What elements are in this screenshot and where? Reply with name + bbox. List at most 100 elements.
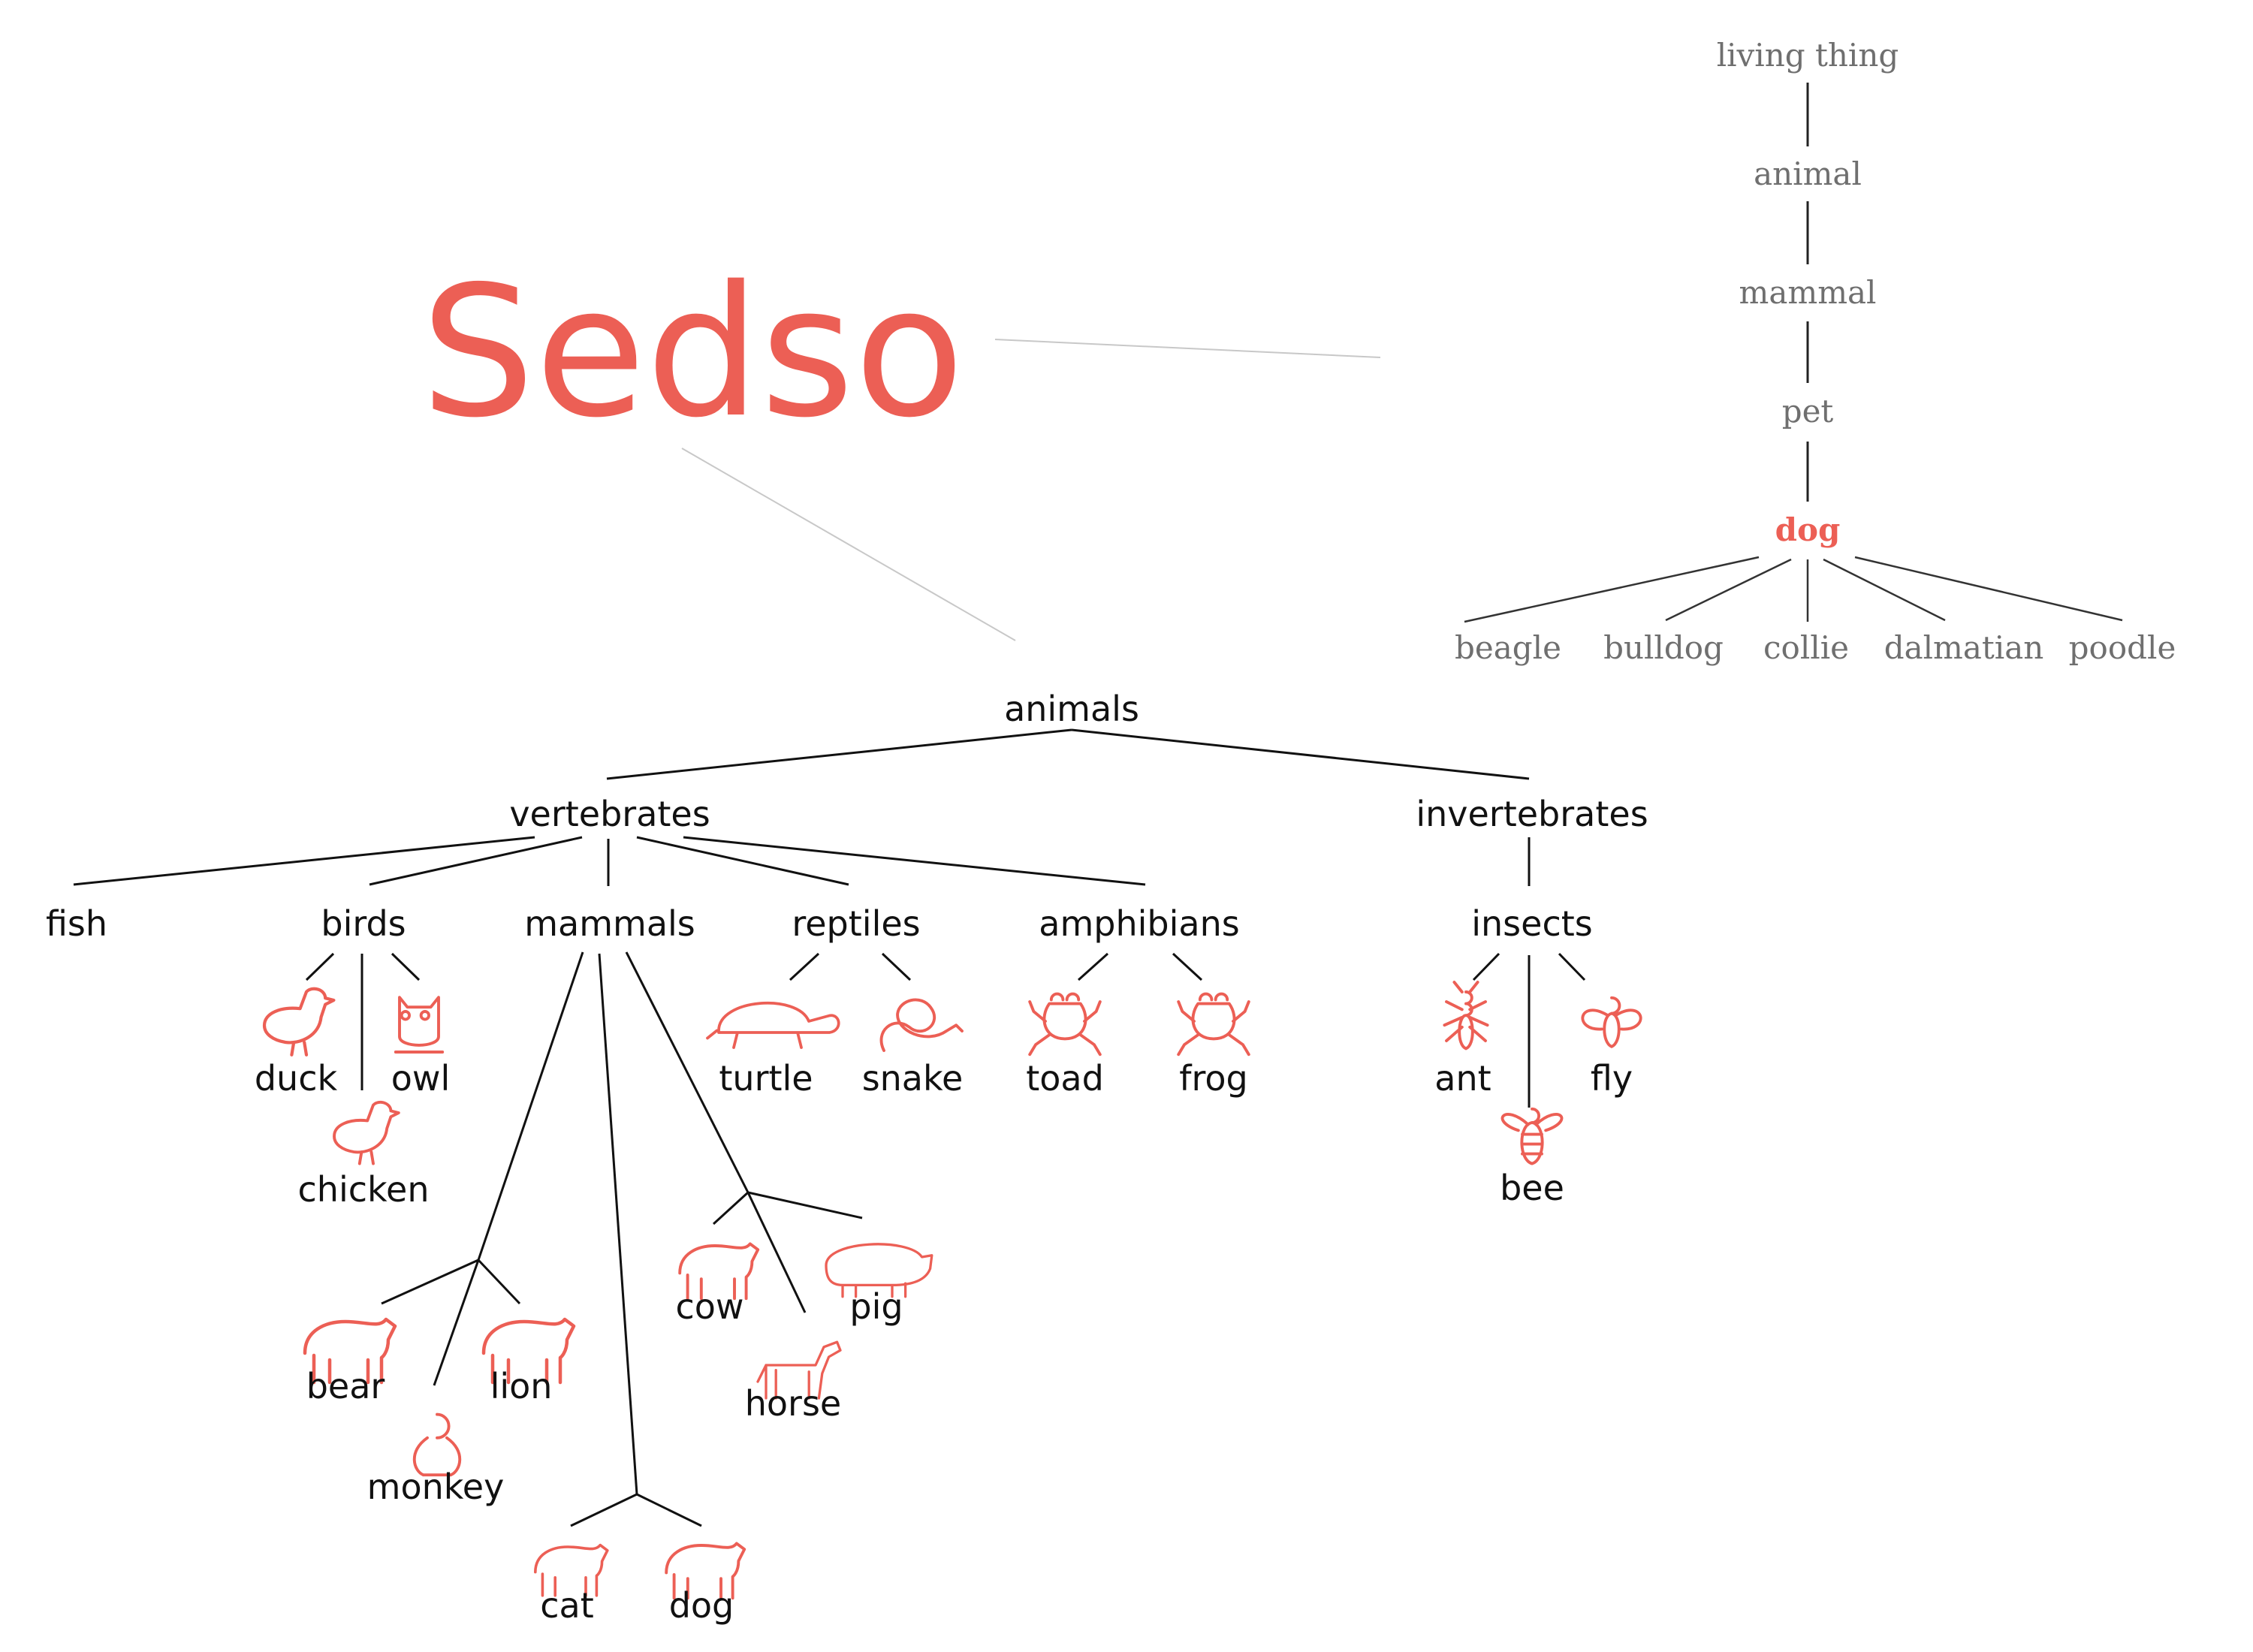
edge-vert-reptiles	[636, 836, 849, 886]
edge-reptiles-snake	[881, 952, 912, 981]
node-fish: fish	[46, 903, 107, 944]
edge-farm-pig	[747, 1191, 863, 1219]
edge-mammals-farm	[625, 951, 749, 1193]
label-frog: frog	[1179, 1058, 1247, 1099]
snake-icon-shape	[879, 998, 964, 1052]
owl-icon-shape	[394, 996, 445, 1054]
node-poodle: poodle	[2069, 629, 2176, 666]
cat-icon-shape	[533, 1543, 609, 1597]
edge-vert-amphibians	[683, 836, 1146, 886]
lion-icon	[481, 1317, 576, 1385]
chicken-icon-shape	[333, 1100, 400, 1165]
brand-title: Sedso	[421, 247, 964, 457]
tree-edges	[73, 728, 1586, 1527]
bear-icon	[303, 1317, 397, 1385]
node-animal: animal	[1754, 155, 1862, 192]
label-owl: owl	[391, 1058, 451, 1099]
edge-dog-poodle	[1854, 556, 2123, 622]
node-dalmatian: dalmatian	[1884, 629, 2044, 666]
turtle-icon-shape	[706, 1001, 840, 1049]
label-horse: horse	[745, 1383, 841, 1424]
monkey-icon	[412, 1412, 462, 1477]
edge-reptiles-turtle	[789, 952, 820, 981]
fly-icon-shape	[1581, 996, 1642, 1048]
edge-dog-dalmatian	[1823, 558, 1946, 622]
ant-icon-shape	[1443, 981, 1489, 1051]
node-insects: insects	[1471, 903, 1593, 944]
node-invertebrates: invertebrates	[1416, 794, 1648, 834]
label-bear: bear	[306, 1366, 385, 1406]
edge-farm-cow	[712, 1191, 749, 1225]
edge-animals-invertebrates	[1071, 728, 1530, 780]
frog-icon	[1177, 992, 1250, 1057]
pig-icon	[825, 1243, 933, 1298]
label-cat: cat	[540, 1585, 594, 1626]
edge-wild-lion	[477, 1259, 521, 1305]
edge-pets-dog	[636, 1493, 702, 1527]
edge-wild-monkey	[433, 1259, 480, 1386]
node-vertebrates: vertebrates	[509, 794, 710, 834]
edge-vert-fish	[73, 836, 535, 886]
node-mammal: mammal	[1739, 274, 1877, 311]
pig-icon-shape	[825, 1243, 933, 1298]
animal-icons	[262, 981, 1642, 1600]
node-mammals: mammals	[524, 903, 695, 944]
turtle-icon	[706, 1001, 840, 1049]
edge-dog-bulldog	[1665, 558, 1792, 622]
duck-icon-shape	[262, 987, 336, 1057]
frog-icon-shape	[1177, 992, 1250, 1057]
toad-icon	[1028, 992, 1102, 1057]
horse-icon	[756, 1340, 842, 1400]
pointer-line-tree	[681, 448, 1016, 641]
horse-icon-shape	[756, 1340, 842, 1400]
label-duck: duck	[255, 1058, 338, 1099]
label-snake: snake	[862, 1058, 964, 1099]
edge-amph-toad	[1077, 952, 1109, 981]
label-turtle: turtle	[719, 1058, 813, 1099]
snake-icon	[879, 998, 964, 1052]
node-amphibians: amphibians	[1039, 903, 1239, 944]
cat-icon	[533, 1543, 609, 1597]
edge-farm-horse	[746, 1192, 807, 1313]
ant-icon	[1443, 981, 1489, 1051]
toad-icon-shape	[1028, 992, 1102, 1057]
node-bulldog: bulldog	[1603, 629, 1724, 666]
edge-insects-ant	[1472, 952, 1500, 981]
dog-icon-shape	[665, 1542, 746, 1600]
edge-amph-frog	[1172, 952, 1203, 981]
edge-birds-owl	[391, 952, 421, 981]
cow-icon	[678, 1242, 760, 1301]
cow-icon-shape	[678, 1242, 760, 1301]
lion-icon-shape	[481, 1317, 576, 1385]
pointer-line-hierarchy	[994, 339, 1381, 358]
chicken-icon	[333, 1100, 400, 1165]
node-birds: birds	[321, 903, 406, 944]
dog-icon	[665, 1542, 746, 1600]
node-living-thing: living thing	[1717, 37, 1899, 74]
label-fly: fly	[1591, 1058, 1633, 1099]
fly-icon	[1581, 996, 1642, 1048]
edge-mammals-wild	[477, 951, 584, 1261]
edge-mammals-pets	[598, 953, 638, 1495]
label-pig: pig	[849, 1286, 903, 1327]
edge-pets-cat	[570, 1493, 638, 1527]
tree-labels: animals vertebrates invertebrates fish b…	[46, 689, 1648, 1626]
bee-icon	[1500, 1107, 1564, 1165]
label-monkey: monkey	[367, 1467, 505, 1507]
bear-icon-shape	[303, 1317, 397, 1385]
owl-icon	[394, 996, 445, 1054]
label-cow: cow	[675, 1286, 743, 1327]
node-pet: pet	[1782, 393, 1834, 430]
node-reptiles: reptiles	[792, 903, 920, 944]
edge-vert-birds	[369, 836, 583, 886]
bee-icon-shape	[1500, 1107, 1564, 1165]
label-chicken: chicken	[298, 1169, 430, 1210]
edge-wild-bear	[381, 1259, 479, 1305]
hierarchy-chain: living thing animal mammal pet dog beagl…	[1455, 37, 2176, 666]
label-ant: ant	[1434, 1058, 1491, 1099]
node-dog-highlight: dog	[1775, 511, 1841, 548]
monkey-icon-shape	[412, 1412, 462, 1477]
edge-birds-duck	[305, 952, 335, 981]
node-beagle: beagle	[1455, 629, 1561, 666]
